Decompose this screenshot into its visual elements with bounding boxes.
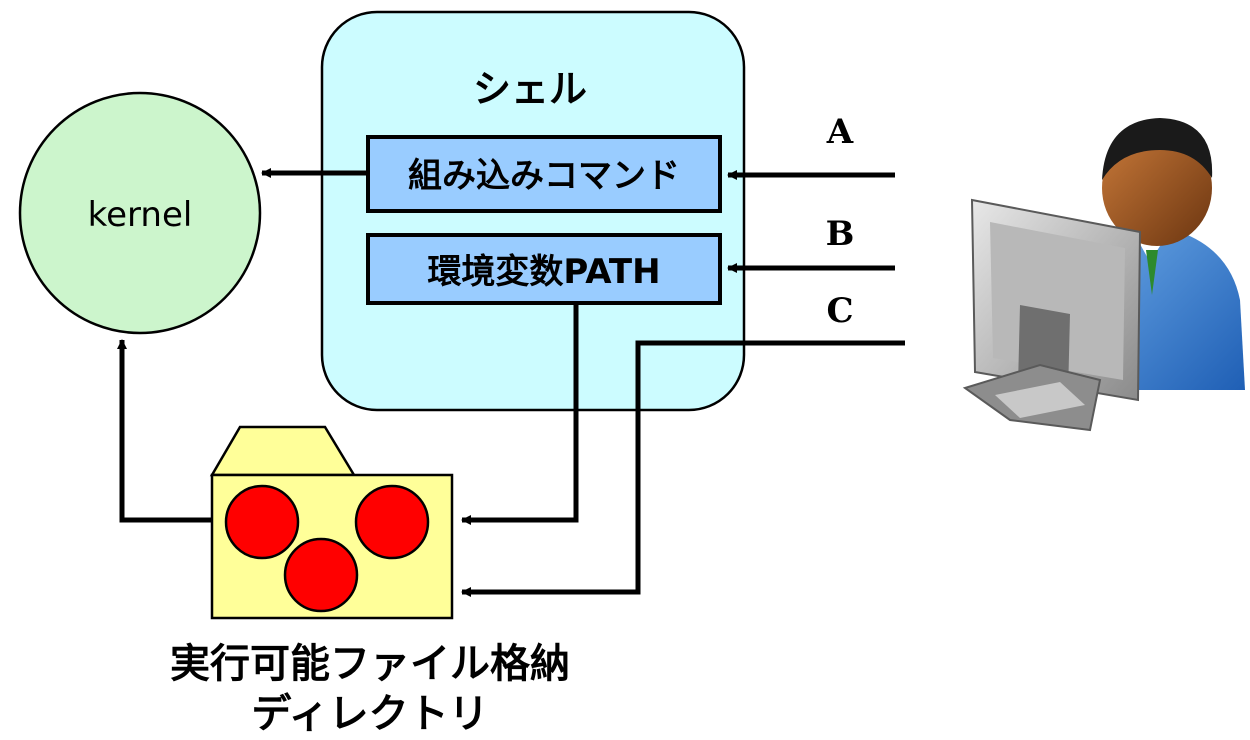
path-label-a: A (826, 112, 854, 152)
kernel-node: kernel (18, 91, 262, 335)
path-label-b: B (826, 214, 855, 254)
directory-label-line2: ディレクトリ (251, 691, 488, 737)
file-dot-icon (224, 484, 300, 560)
env-path-box: 環境変数PATH (366, 233, 722, 305)
user-at-computer-icon (962, 118, 1245, 432)
directory-label-line1: 実行可能ファイル格納 (170, 641, 570, 687)
folder-icon (209, 425, 454, 620)
arrow-folder-to-kernel (117, 339, 212, 523)
builtin-commands-label: 組み込みコマンド (408, 156, 680, 196)
file-dot-icon (283, 537, 359, 613)
file-dot-icon (354, 484, 430, 560)
arrow-path-to-folder (461, 303, 579, 525)
arrow-path-c (461, 340, 905, 597)
kernel-label: kernel (88, 195, 193, 235)
shell-title: シェル (473, 67, 587, 111)
builtin-commands-box: 組み込みコマンド (366, 135, 722, 213)
env-path-label: 環境変数PATH (427, 252, 660, 292)
path-label-c: C (826, 291, 853, 331)
